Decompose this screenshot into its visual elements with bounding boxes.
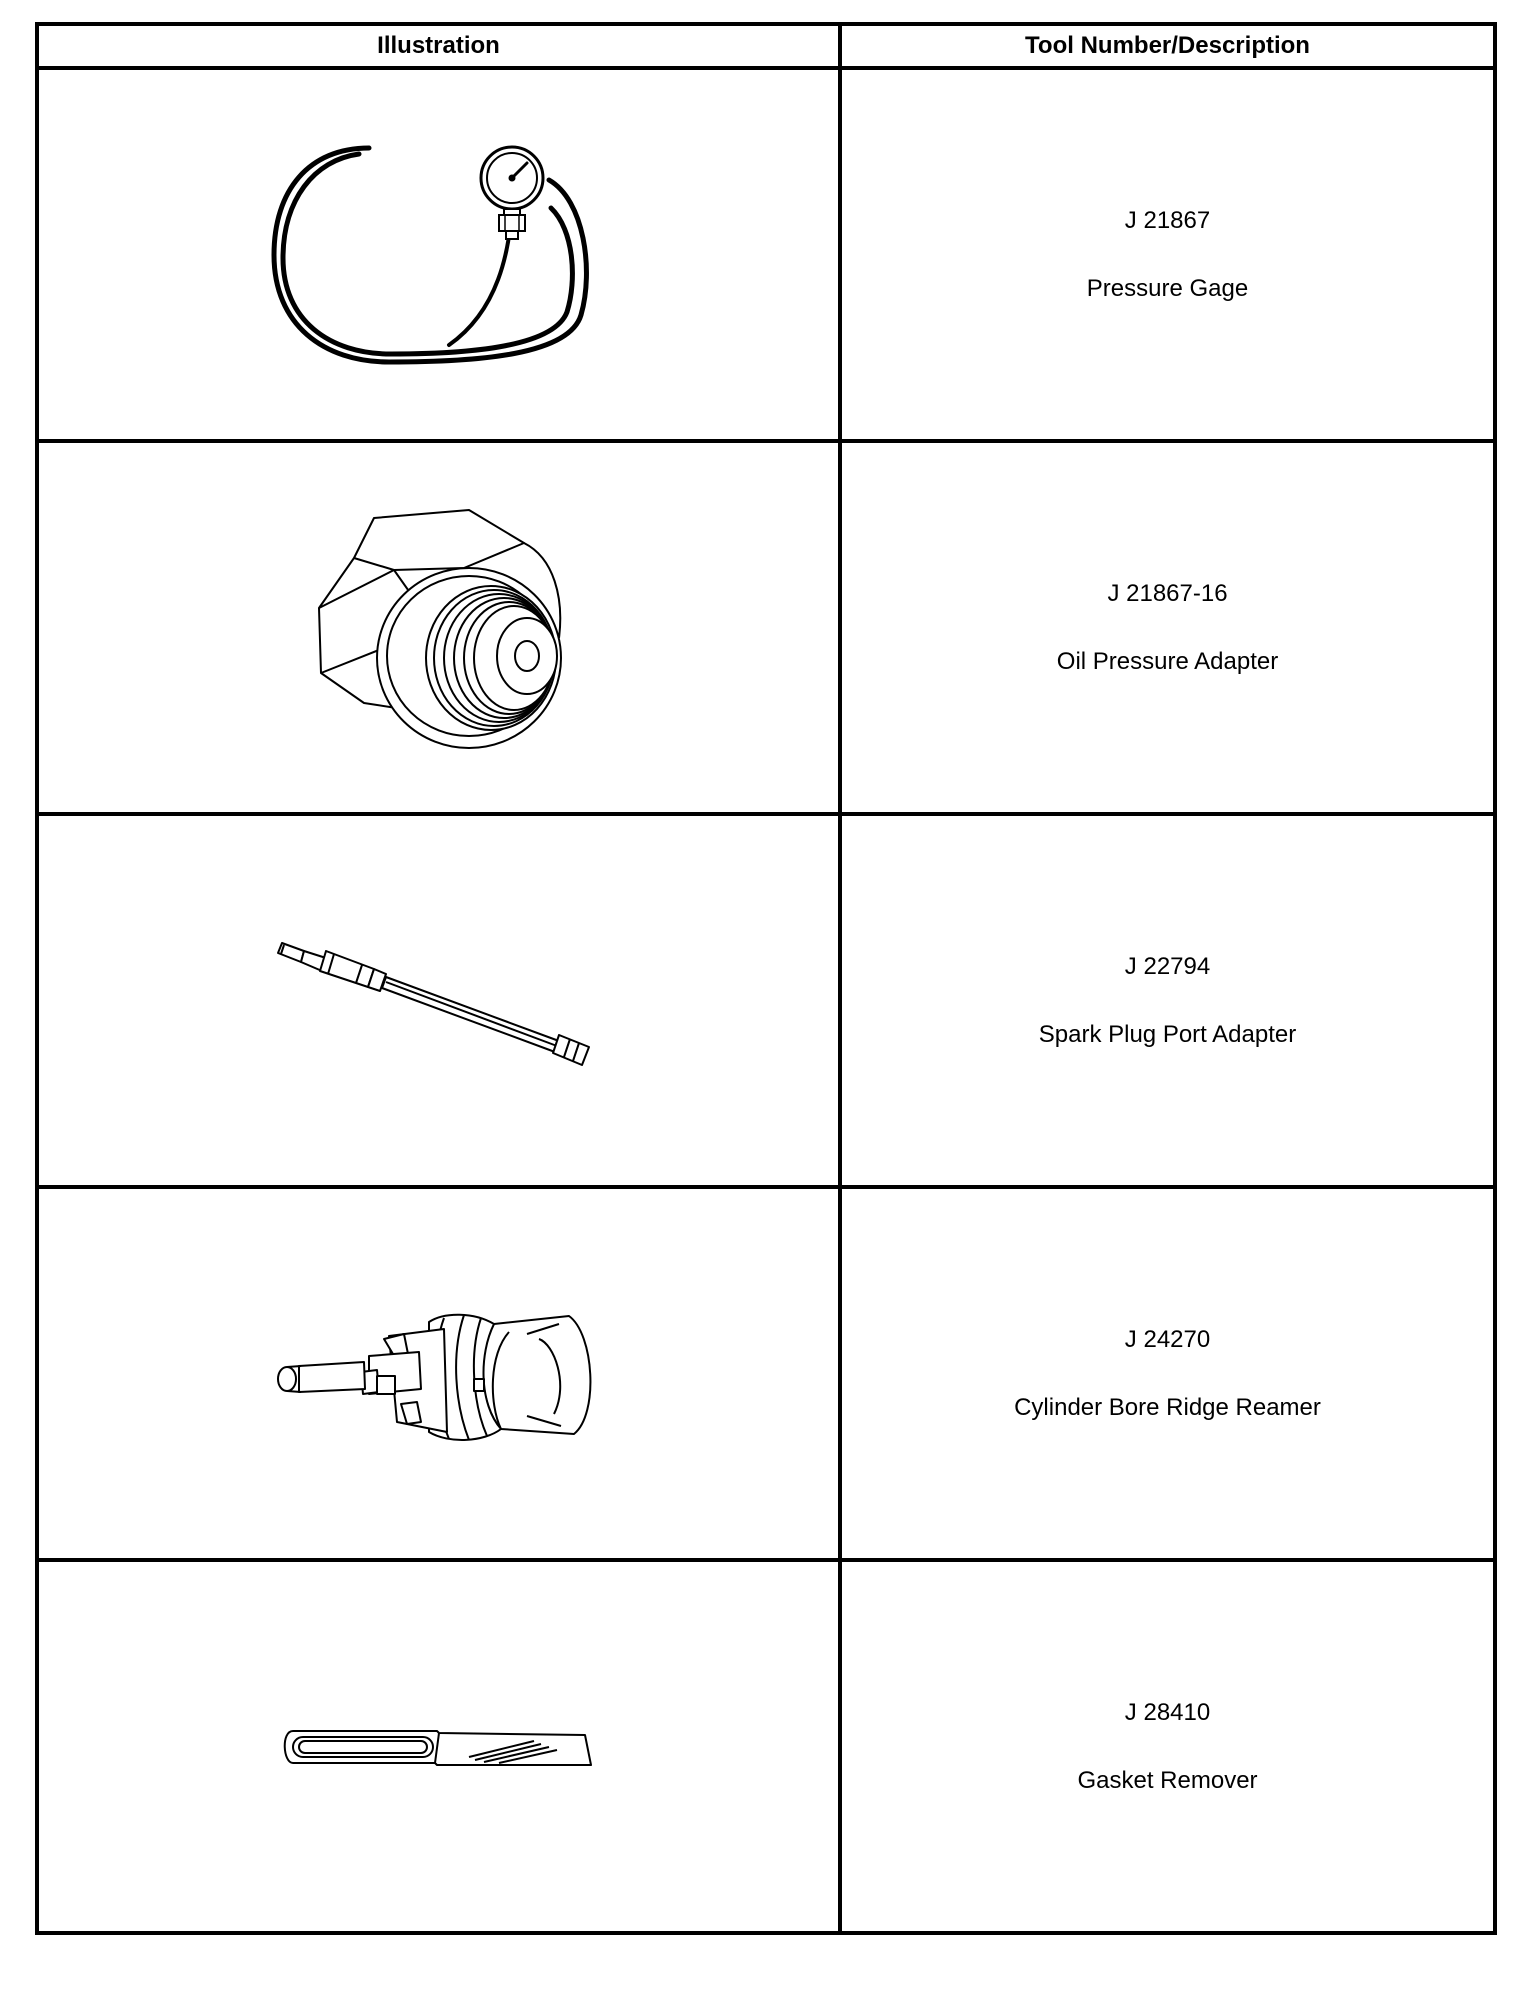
table-row: J 21867-16 Oil Pressure Adapter (35, 439, 1497, 816)
tool-table: Illustration Tool Number/Description (35, 22, 1497, 1935)
illustration-cell (35, 1185, 842, 1562)
header-row: Illustration Tool Number/Description (35, 22, 1497, 70)
illustration-cell (35, 439, 842, 816)
tool-description: Cylinder Bore Ridge Reamer (1014, 1393, 1321, 1421)
illustration-cell (35, 66, 842, 443)
table-row: J 21867 Pressure Gage (35, 66, 1497, 443)
tool-description: Gasket Remover (1077, 1766, 1258, 1794)
tool-number: J 24270 (1124, 1325, 1211, 1353)
description-cell: J 22794 Spark Plug Port Adapter (838, 812, 1497, 1189)
cylinder-bore-ridge-reamer-icon (269, 1284, 609, 1464)
table-row: J 22794 Spark Plug Port Adapter (35, 812, 1497, 1189)
header-illustration: Illustration (35, 22, 842, 70)
tool-number: J 28410 (1124, 1698, 1211, 1726)
tool-number: J 22794 (1124, 952, 1211, 980)
tool-description: Pressure Gage (1086, 274, 1249, 302)
table-row: J 28410 Gasket Remover (35, 1558, 1497, 1935)
description-cell: J 24270 Cylinder Bore Ridge Reamer (838, 1185, 1497, 1562)
tool-description: Oil Pressure Adapter (1056, 647, 1279, 675)
tool-description: Spark Plug Port Adapter (1038, 1020, 1297, 1048)
spark-plug-port-adapter-icon (274, 931, 604, 1071)
illustration-cell (35, 812, 842, 1189)
table-row: J 24270 Cylinder Bore Ridge Reamer (35, 1185, 1497, 1562)
description-cell: J 28410 Gasket Remover (838, 1558, 1497, 1935)
oil-pressure-adapter-icon (299, 498, 579, 758)
description-cell: J 21867 Pressure Gage (838, 66, 1497, 443)
illustration-cell (35, 1558, 842, 1935)
tool-number: J 21867-16 (1107, 579, 1228, 607)
tool-number: J 21867 (1124, 206, 1211, 234)
gasket-remover-icon (279, 1717, 599, 1777)
pressure-gage-icon (269, 130, 609, 380)
description-cell: J 21867-16 Oil Pressure Adapter (838, 439, 1497, 816)
header-tool-number-description: Tool Number/Description (838, 22, 1497, 70)
